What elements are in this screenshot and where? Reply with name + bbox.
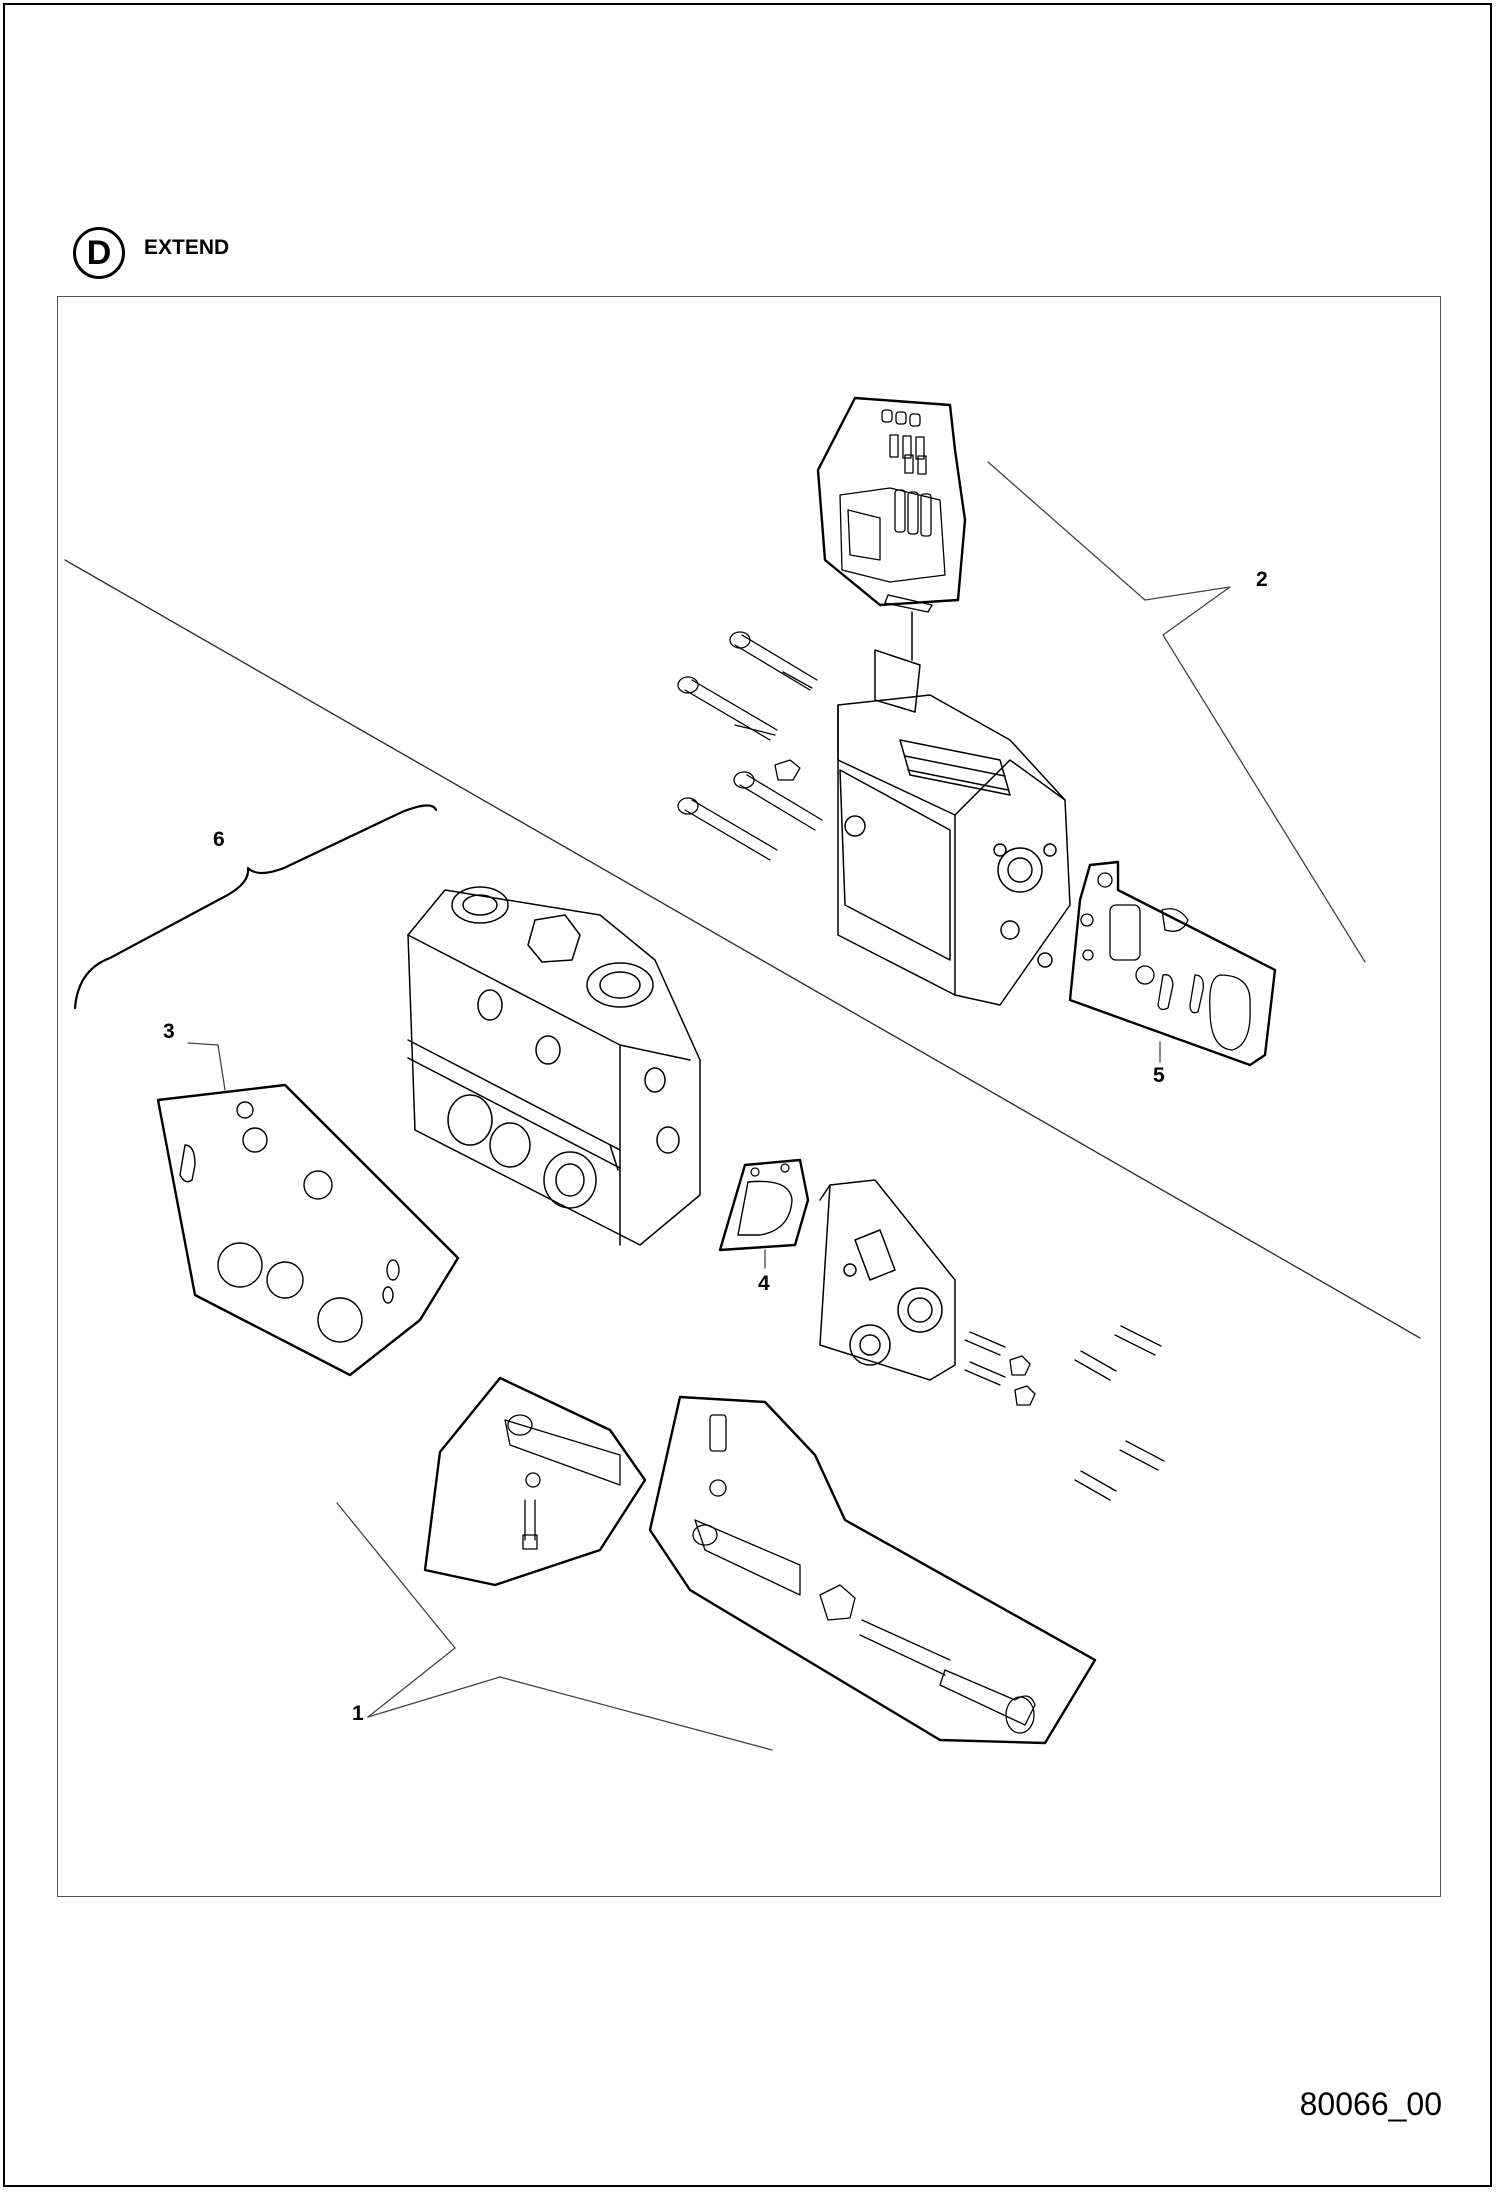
callout-3: 3 [163, 1020, 175, 1043]
section-letter: D [86, 233, 112, 272]
actuator-body [837, 611, 1071, 1006]
section-badge: D [73, 227, 125, 279]
item-leader-lines [187, 1041, 1161, 1269]
section-divider-lines [64, 559, 1421, 1339]
housing-bolts [964, 1325, 1165, 1501]
callout-2: 2 [1256, 568, 1268, 591]
callout-4: 4 [758, 1272, 770, 1295]
bracket-6 [73, 804, 438, 1010]
actuator-bolts [677, 631, 823, 861]
gasket-5 [1068, 860, 1277, 1067]
connector-kit [816, 396, 967, 613]
leader-lines-2 [987, 461, 1366, 963]
handle-housing [819, 1179, 956, 1381]
section-title: EXTEND [144, 236, 230, 259]
callout-5: 5 [1153, 1064, 1165, 1087]
drawing-frame [57, 296, 1441, 1897]
lever-kit-left [423, 1376, 647, 1587]
callout-6: 6 [213, 828, 225, 851]
valve-section-body [407, 886, 701, 1246]
gasket-4 [718, 1158, 810, 1252]
page-border [3, 3, 1492, 2187]
callout-1: 1 [352, 1702, 364, 1725]
gasket-3 [156, 1083, 460, 1377]
drawing-reference-number: 80066_00 [1299, 2086, 1442, 2122]
lever-kit-right [648, 1395, 1097, 1745]
leader-lines-1 [336, 1502, 773, 1751]
